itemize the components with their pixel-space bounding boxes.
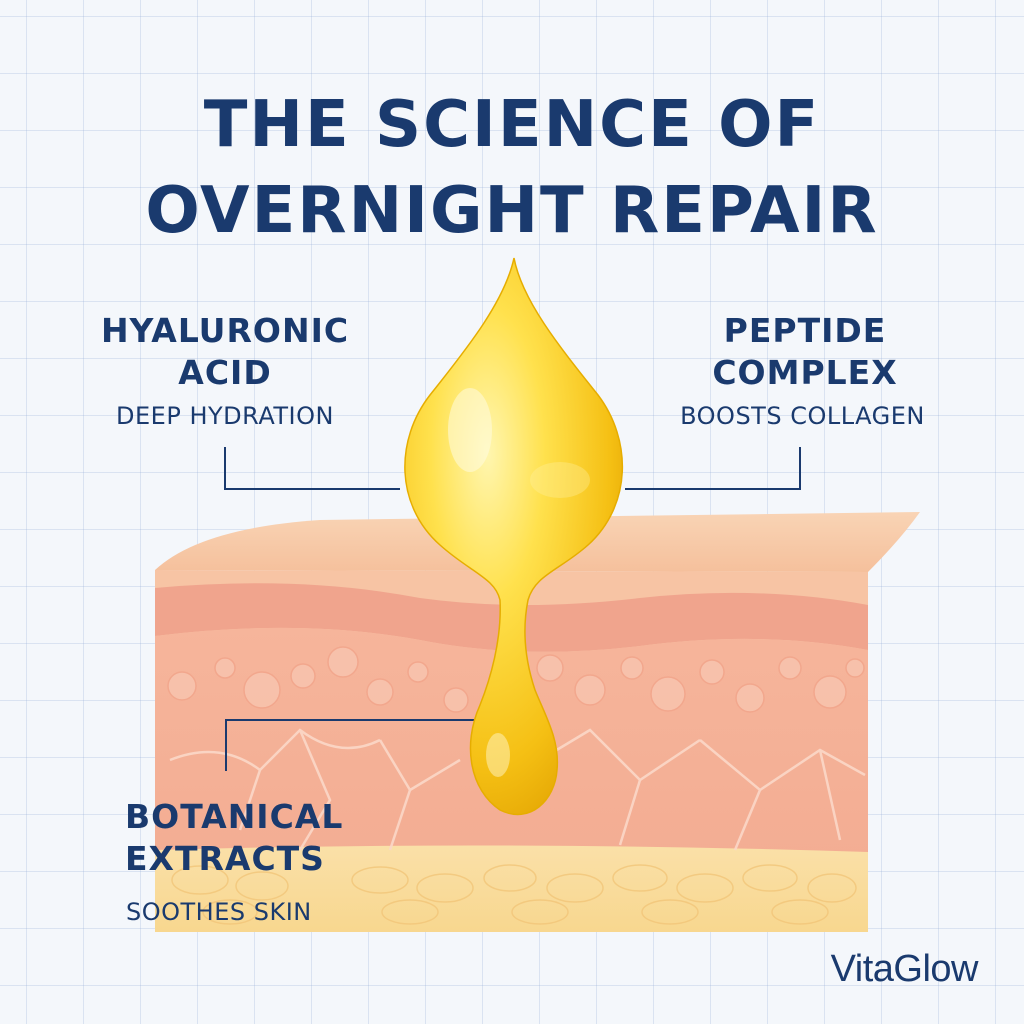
ingredient-hyaluronic-line2: ACID	[178, 353, 272, 392]
ingredient-peptide-line2: COMPLEX	[712, 353, 898, 392]
fat-cells	[171, 864, 857, 925]
ingredient-botanical-name: BOTANICAL EXTRACTS	[100, 796, 395, 880]
page-title: THE SCIENCE OF OVERNIGHT REPAIR	[0, 82, 1024, 254]
ingredient-hyaluronic-line1: HYALURONIC	[100, 311, 350, 350]
ingredient-peptide-line1: PEPTIDE	[723, 311, 887, 350]
ingredient-botanical-line1: BOTANICAL	[125, 797, 344, 836]
title-line-2: OVERNIGHT REPAIR	[145, 174, 879, 248]
ingredient-botanical-benefit: SOOTHES SKIN	[126, 898, 312, 926]
connector-hyaluronic	[224, 447, 400, 490]
connector-lines	[224, 447, 801, 771]
dermis-cells	[167, 646, 865, 713]
brand-logo: VitaGlow	[830, 948, 979, 990]
ingredient-peptide-benefit: BOOSTS COLLAGEN	[680, 402, 925, 430]
title-line-1: THE SCIENCE OF	[203, 88, 821, 162]
ingredient-hyaluronic-benefit: DEEP HYDRATION	[116, 402, 334, 430]
connector-peptide	[625, 447, 801, 490]
subcutaneous-fat-layer	[155, 845, 868, 932]
ingredient-botanical-line2: EXTRACTS	[125, 839, 325, 878]
ingredient-peptide-name: PEPTIDE COMPLEX	[670, 310, 940, 394]
connector-botanical	[225, 719, 475, 771]
ingredient-hyaluronic-name: HYALURONIC ACID	[95, 310, 355, 394]
collagen-fibers	[169, 728, 866, 851]
serum-drop-icon	[404, 257, 623, 816]
